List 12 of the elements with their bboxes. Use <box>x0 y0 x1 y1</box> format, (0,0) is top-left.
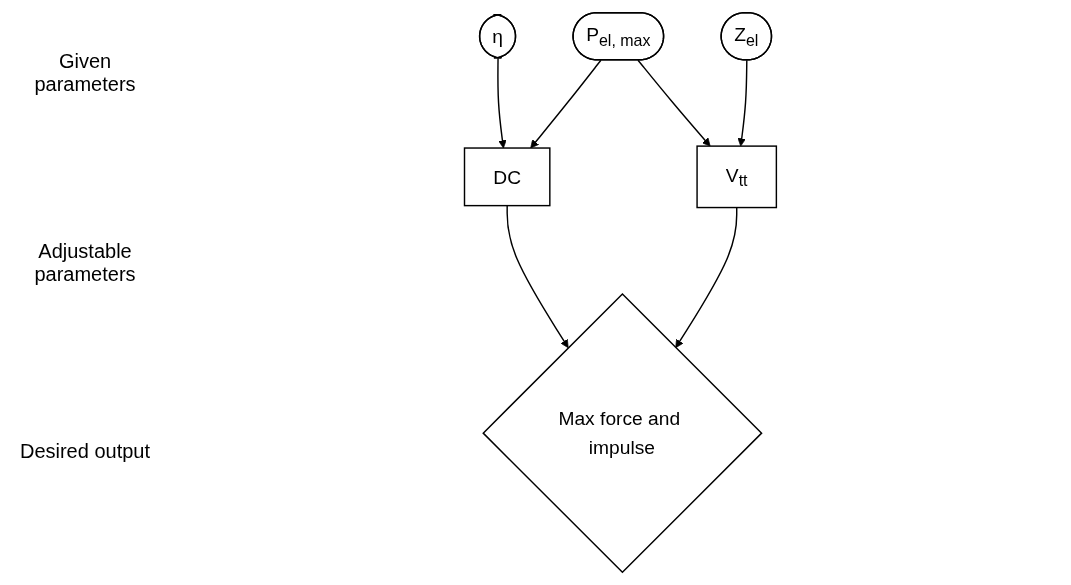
row-label: Desired output <box>18 440 152 463</box>
arrow <box>530 59 602 149</box>
arrow <box>675 206 738 349</box>
arrow <box>506 204 569 349</box>
arrow <box>497 57 507 149</box>
row-label: Adjustable parameters <box>33 240 137 286</box>
arrow <box>737 59 748 147</box>
node-diamond: Max force and impulse <box>482 292 763 574</box>
node-box: V$_{tt}$ <box>696 145 778 209</box>
arrow <box>637 59 711 147</box>
row-label: Given parameters <box>33 50 137 96</box>
node-box: DC <box>463 147 551 207</box>
